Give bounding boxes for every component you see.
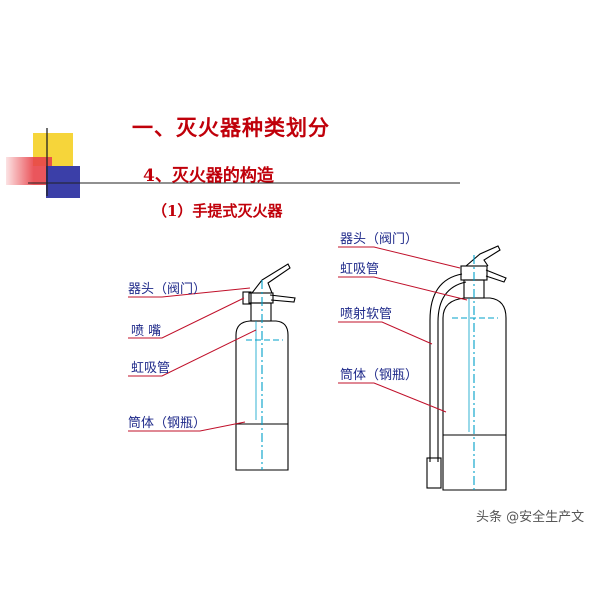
- right-leader-lines: [338, 246, 468, 413]
- right-label-body: 筒体（钢瓶）: [340, 368, 419, 383]
- left-cylinder-body: [235, 320, 289, 471]
- left-label-siphon: 虹吸管: [131, 361, 171, 376]
- right-hose-nozzle: [426, 457, 442, 489]
- right-cylinder-body: [442, 297, 507, 491]
- right-hose-outer: [429, 273, 463, 462]
- left-label-valve: 器头（阀门）: [128, 282, 207, 297]
- left-leader-body: [128, 421, 246, 432]
- left-leader-siphon: [128, 329, 257, 377]
- right-lever: [465, 245, 501, 267]
- left-valve-neck: [250, 302, 272, 322]
- subsection-heading: （1）手提式灭火器: [152, 202, 283, 220]
- right-label-valve: 器头（阀门）: [340, 232, 419, 247]
- right-leader-siphon: [338, 276, 468, 301]
- right-leader-valve: [338, 246, 461, 269]
- left-nozzle: [242, 291, 252, 305]
- right-extinguisher: [426, 245, 507, 491]
- main-heading: 一、灭火器种类划分: [132, 115, 330, 140]
- watermark-text: 头条 @安全生产文: [476, 510, 585, 525]
- deco-blue-block: [46, 166, 80, 198]
- left-leader-nozzle: [128, 297, 245, 339]
- left-handle: [269, 294, 296, 303]
- left-label-nozzle: 喷 嘴: [131, 324, 162, 339]
- right-label-hose: 喷射软管: [340, 307, 393, 322]
- section-heading: 4、灭火器的构造: [143, 166, 274, 186]
- right-hose-inner: [437, 281, 467, 462]
- left-extinguisher: [235, 263, 296, 471]
- left-valve-head: [248, 292, 274, 304]
- deco-red-block: [6, 157, 52, 185]
- right-leader-body: [338, 382, 447, 413]
- right-leader-hose: [338, 321, 433, 345]
- left-leader-valve: [128, 287, 251, 298]
- left-leader-lines: [128, 287, 257, 432]
- left-lever: [251, 263, 291, 294]
- corner-decoration: [6, 128, 460, 198]
- right-label-siphon: 虹吸管: [340, 262, 380, 277]
- left-label-body: 筒体（钢瓶）: [128, 416, 207, 431]
- right-handle: [485, 269, 507, 283]
